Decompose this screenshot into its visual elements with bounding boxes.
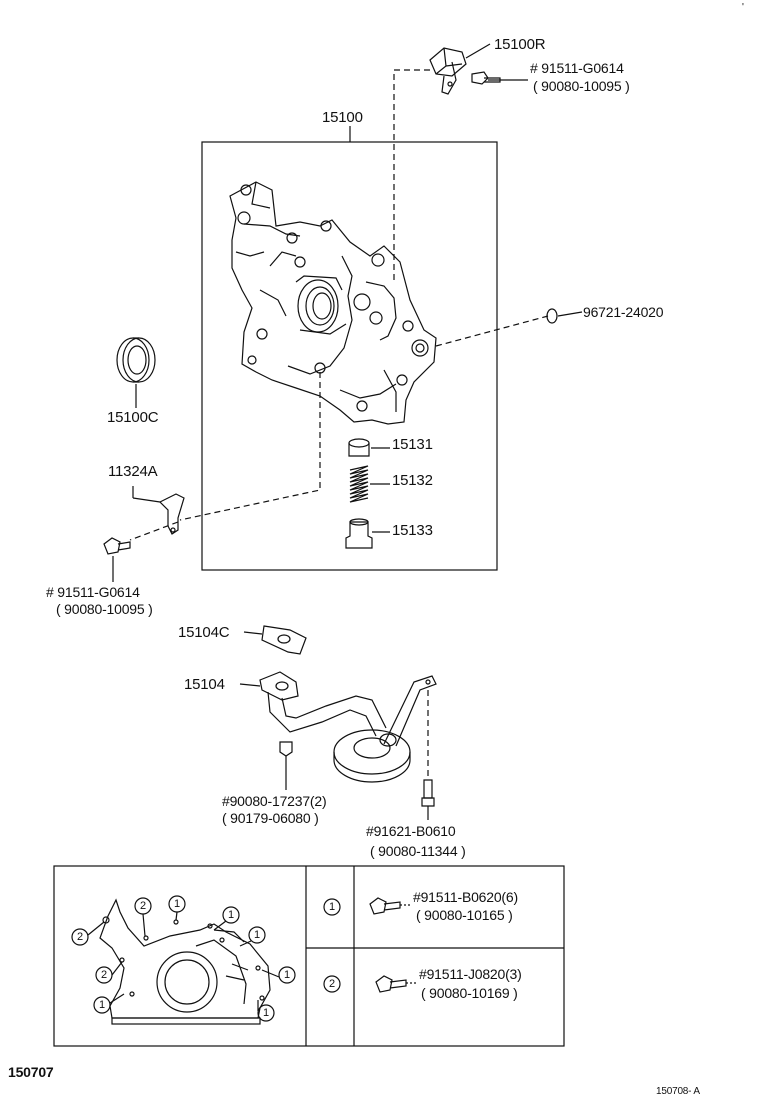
bracket-11324A [132, 486, 185, 535]
part-label-15100C: 15100C [107, 409, 159, 426]
oil-strainer-15104 [239, 671, 437, 783]
o-ring-96721 [546, 308, 558, 324]
part-label-96721-24020: 96721-24020 [583, 304, 664, 320]
part-label-90179-06080: ( 90179-06080 ) [222, 810, 319, 826]
part-label-15100R: 15100R [494, 36, 546, 53]
oil-pump-body [229, 181, 437, 425]
part-label-91621-B0610: #91621-B0610 [366, 823, 456, 839]
legend-bolt-2 [375, 975, 418, 993]
bolt-map-callout-1: 1 [283, 969, 291, 981]
part-label-15100: 15100 [322, 109, 363, 126]
bolt-map-callout-1: 1 [227, 909, 235, 921]
bolt-91511-left [103, 537, 131, 582]
legend-part-91511-B0620: #91511-B0620(6) [413, 889, 518, 905]
legend-key-2: 2 [328, 978, 336, 990]
legend-key-1: 1 [328, 901, 336, 913]
part-label-15132: 15132 [392, 472, 433, 489]
timing-cover-bolt-map [71, 895, 296, 1025]
bolt-map-callout-1: 1 [98, 999, 106, 1011]
bolt-91511-top [471, 71, 528, 85]
bolt-map-callout-1: 1 [253, 929, 261, 941]
relief-valve-parts [345, 438, 390, 549]
part-label-91511-G0614-top: # 91511-G0614 [530, 60, 624, 76]
bolt-map-callout-2: 2 [139, 900, 147, 912]
legend-alt-90080-10165: ( 90080-10165 ) [416, 907, 513, 923]
bolt-map-callout-2: 2 [100, 969, 108, 981]
part-label-90080-17237: #90080-17237(2) [222, 793, 327, 809]
part-label-15104C: 15104C [178, 624, 230, 641]
legend-circle-2 [323, 975, 341, 993]
legend-part-91511-J0820: #91511-J0820(3) [419, 966, 522, 982]
part-label-11324A: 11324A [108, 463, 158, 480]
seal-15100C [116, 337, 156, 408]
legend-alt-90080-10169: ( 90080-10169 ) [421, 985, 518, 1001]
part-label-15131: 15131 [392, 436, 433, 453]
part-label-15133: 15133 [392, 522, 433, 539]
part-label-90080-10095-left: ( 90080-10095 ) [56, 601, 153, 617]
part-label-90080-11344: ( 90080-11344 ) [370, 843, 466, 859]
legend-circle-1 [323, 898, 341, 916]
nut-90080-17237 [279, 741, 293, 790]
bolt-map-callout-2: 2 [76, 931, 84, 943]
figure-number: 150707 [8, 1064, 54, 1080]
sensor-15100R [429, 43, 491, 95]
part-label-90080-10095-top: ( 90080-10095 ) [533, 78, 630, 94]
corner-tick-mark: ' [742, 2, 744, 13]
drawing-reference: 150708- A [656, 1086, 700, 1097]
bolt-map-callout-1: 1 [173, 898, 181, 910]
bolt-91621 [421, 690, 435, 820]
part-label-91511-G0614-left: # 91511-G0614 [46, 584, 140, 600]
gasket-15104C [243, 625, 307, 655]
legend-bolt-1 [369, 897, 412, 915]
bolt-map-callout-1: 1 [262, 1007, 270, 1019]
legend-table-frame [53, 865, 565, 1047]
part-label-15104: 15104 [184, 676, 225, 693]
